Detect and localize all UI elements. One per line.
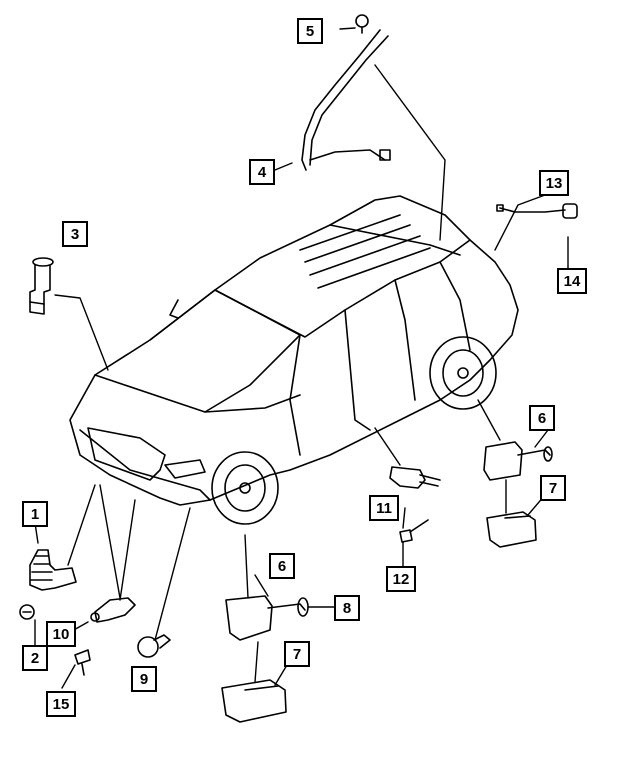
callout-7-lower: 7 [284,641,310,667]
callout-8: 8 [334,595,360,621]
callout-3: 3 [62,221,88,247]
part-screw-15-icon [74,649,91,676]
callout-1: 1 [22,501,48,527]
part-sensor-11-icon [389,466,441,489]
part-tpms-sensor-upper-icon [483,441,553,481]
callout-5: 5 [297,18,323,44]
part-clip-icon [355,14,369,34]
wheel-rear [429,336,497,410]
callout-12: 12 [386,566,416,592]
callout-14: 14 [557,268,587,294]
callout-6-lower: 6 [269,553,295,579]
callout-11: 11 [369,495,399,521]
leader-lines [34,27,569,689]
part-curtain-airbag-icon [301,29,391,171]
callout-7-upper: 7 [540,475,566,501]
callout-13: 13 [539,170,569,196]
callout-2: 2 [22,645,48,671]
part-tpms-sensor-lower-icon [225,595,309,641]
part-screw-12-icon [399,519,429,543]
wheel-front [211,451,279,525]
vehicle-illustration [69,195,519,506]
part-screw-2-icon [19,604,35,620]
part-cover-lower-icon [221,679,287,723]
callout-15: 15 [46,691,76,717]
callout-9: 9 [131,666,157,692]
callout-4: 4 [249,159,275,185]
part-sensor-10-icon [90,597,136,623]
part-sensor-harness-icon [496,203,578,219]
part-sensor-9-icon [137,634,171,658]
callout-10: 10 [46,621,76,647]
part-bolt-icon [29,257,54,315]
part-sensor-1-icon [29,549,77,591]
part-cover-upper-icon [486,511,537,548]
callout-6-upper: 6 [529,405,555,431]
